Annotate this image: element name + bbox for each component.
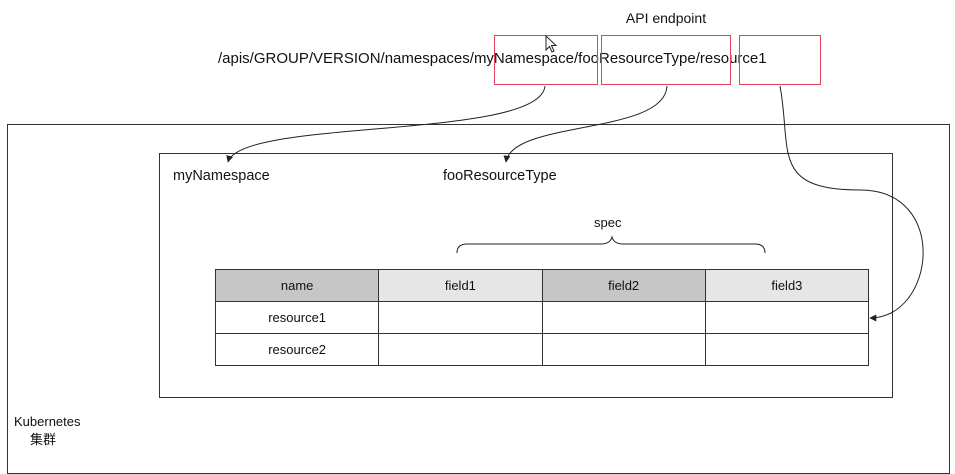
table-cell xyxy=(704,333,870,366)
path-separator: / xyxy=(573,50,579,67)
table-cell: resource2 xyxy=(214,333,380,366)
resource-highlight xyxy=(739,35,821,85)
table-cell xyxy=(378,301,543,334)
path-resource: resource1 xyxy=(699,50,767,67)
resource-type-connector-arrow xyxy=(503,85,668,163)
api-path: /apis/GROUP/VERSION/namespaces/myNamespa… xyxy=(218,50,767,67)
table-cell xyxy=(541,333,706,366)
header-field1: field1 xyxy=(378,269,543,302)
resource-type-label: fooResourceType xyxy=(443,168,557,184)
resource-connector-arrow xyxy=(779,85,924,322)
table-cell: resource1 xyxy=(214,301,380,334)
table-row: resource1 xyxy=(214,301,870,334)
path-prefix: /apis/GROUP/VERSION/namespaces/ xyxy=(218,50,474,67)
header-name: name xyxy=(214,269,380,302)
spec-label: spec xyxy=(594,215,622,230)
mouse-cursor-icon xyxy=(545,34,558,53)
table-header-row: name field1 field2 field3 xyxy=(214,269,870,302)
path-resource-type: fooResourceType xyxy=(578,50,696,67)
path-separator: / xyxy=(695,50,700,67)
table-cell xyxy=(704,301,870,334)
cluster-label-line2: 集群 xyxy=(29,432,56,447)
table-row: resource2 xyxy=(214,333,870,366)
cluster-label: Kubernetes 集群 xyxy=(14,413,81,449)
namespace-label: myNamespace xyxy=(173,168,270,184)
api-endpoint-title: API endpoint xyxy=(625,10,707,26)
resource-table: name field1 field2 field3 resource1 reso… xyxy=(214,269,870,366)
namespace-box xyxy=(159,153,893,398)
namespace-connector-arrow xyxy=(226,85,546,163)
resource-type-highlight xyxy=(601,35,731,85)
spec-brace xyxy=(456,235,766,254)
path-namespace: myNamespace xyxy=(473,50,574,67)
header-field2: field2 xyxy=(541,269,706,302)
cluster-label-line1: Kubernetes xyxy=(14,414,81,429)
table-cell xyxy=(378,333,543,366)
header-field3: field3 xyxy=(704,269,870,302)
